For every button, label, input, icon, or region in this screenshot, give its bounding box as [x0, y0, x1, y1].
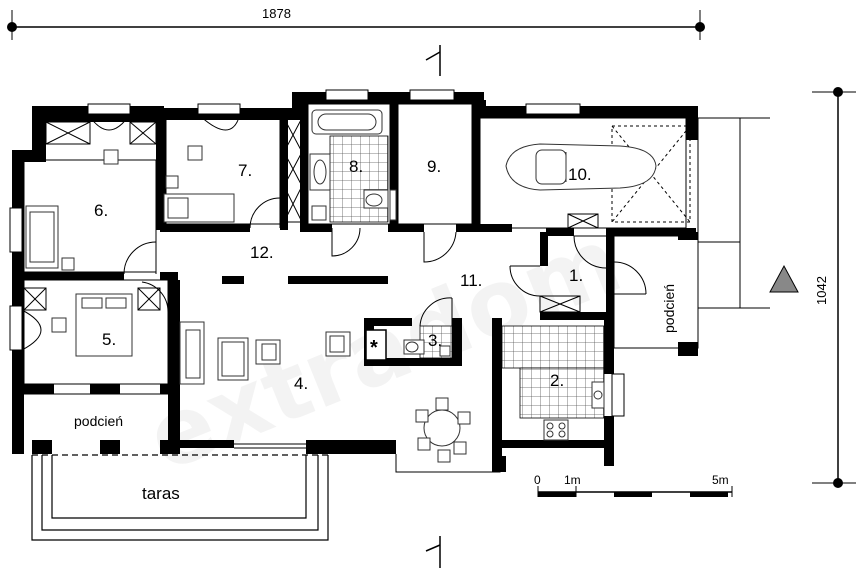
- room-labels: 1. 2. 3. 4. 5. 6. 7. 8. 9. 10. 11. 12.: [94, 157, 592, 393]
- room-7-label: 7.: [238, 161, 252, 180]
- room-4-label: 4.: [294, 374, 308, 393]
- podcien-left-label: podcień: [74, 413, 123, 429]
- furniture: [25, 109, 657, 463]
- room-2-label: 2.: [550, 371, 564, 390]
- room-8-label: 8.: [349, 157, 363, 176]
- room-1-label: 1.: [569, 266, 583, 285]
- room-3-label: 3.: [428, 331, 442, 350]
- doors: [123, 197, 647, 327]
- room-5-label: 5.: [102, 330, 116, 349]
- chimney-block: [365, 329, 387, 361]
- room-10-label: 10.: [568, 165, 592, 184]
- orientation-triangle-icon: [769, 264, 799, 293]
- section-marker-bottom: [425, 536, 441, 568]
- scale-bar: 0 1m 5m: [534, 473, 733, 497]
- tiled-floors: [329, 135, 605, 419]
- windows: [9, 89, 625, 417]
- thin-lines: [23, 103, 770, 473]
- chimney-symbol: *: [370, 337, 378, 359]
- section-marker-top: [425, 45, 441, 76]
- dimension-width-label: 1878: [262, 6, 291, 21]
- terrace-outline: [31, 454, 329, 541]
- room-6-label: 6.: [94, 201, 108, 220]
- room-11-label: 11.: [460, 271, 482, 290]
- dimension-height-label: 1042: [814, 276, 829, 305]
- scale-one-label: 1m: [564, 473, 581, 487]
- wardrobes: [23, 117, 599, 313]
- scale-zero-label: 0: [534, 473, 541, 487]
- scale-five-label: 5m: [712, 473, 729, 487]
- dimension-right: 1042: [812, 87, 856, 488]
- dimension-top: 1878: [7, 6, 705, 40]
- podcien-right-label: podcień: [661, 284, 677, 333]
- taras-label: taras: [142, 484, 180, 503]
- bay-windows: [21, 113, 241, 351]
- room-12-label: 12.: [250, 243, 274, 262]
- room-9-label: 9.: [427, 157, 441, 176]
